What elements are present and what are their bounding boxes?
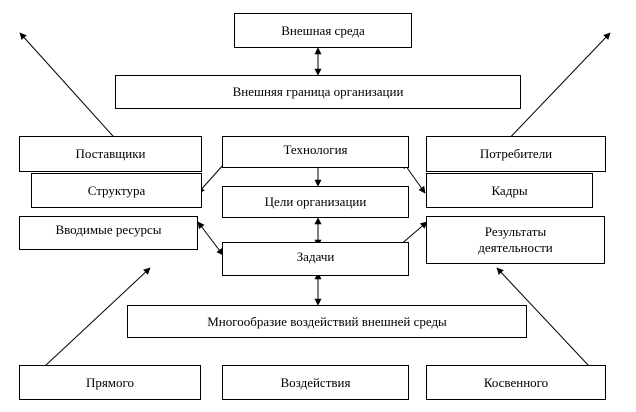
edge-suppliers-outer bbox=[19, 32, 122, 146]
node-consumers: Потребители bbox=[426, 136, 606, 172]
node-external-boundary: Внешняя граница организации bbox=[115, 75, 521, 109]
node-impact: Воздействия bbox=[222, 365, 409, 400]
node-impact-label: Воздействия bbox=[280, 374, 351, 390]
node-results-label-line2: деятельности bbox=[478, 240, 553, 255]
node-personnel-label: Кадры bbox=[491, 182, 528, 198]
node-diversity-label: Многообразие воздействий внешней среды bbox=[207, 313, 447, 329]
node-structure: Структура bbox=[31, 173, 202, 208]
node-indirect: Косвенного bbox=[426, 365, 606, 400]
node-tasks: Задачи bbox=[222, 242, 409, 276]
edge-resources-tasks bbox=[197, 221, 224, 256]
node-input-resources: Вводимые ресурсы bbox=[19, 216, 198, 250]
edge-indirect-diagonal bbox=[496, 267, 605, 383]
node-suppliers: Поставщики bbox=[19, 136, 202, 172]
node-direct-label: Прямого bbox=[85, 374, 135, 390]
node-personnel: Кадры bbox=[426, 173, 593, 208]
node-goals-label: Цели организации bbox=[264, 194, 367, 209]
node-direct: Прямого bbox=[19, 365, 201, 400]
edge-consumers-outer bbox=[502, 32, 611, 146]
node-technology-label: Технология bbox=[283, 142, 348, 157]
node-results-label-line1: Результаты bbox=[484, 224, 547, 239]
node-external-env-label: Внешная среда bbox=[281, 22, 365, 38]
node-indirect-label: Косвенного bbox=[483, 374, 549, 390]
node-results: Результаты деятельности bbox=[426, 216, 605, 264]
node-input-resources-label: Вводимые ресурсы bbox=[55, 222, 162, 237]
node-diversity: Многообразие воздействий внешней среды bbox=[127, 305, 527, 338]
node-consumers-label: Потребители bbox=[479, 146, 553, 161]
node-technology: Технология bbox=[222, 136, 409, 168]
edge-direct-diagonal bbox=[29, 267, 151, 381]
node-tasks-label: Задачи bbox=[296, 249, 335, 264]
node-structure-label: Структура bbox=[87, 182, 146, 198]
node-suppliers-label: Поставщики bbox=[75, 146, 146, 161]
node-external-env: Внешная среда bbox=[234, 13, 412, 48]
node-external-boundary-label: Внешняя граница организации bbox=[232, 84, 404, 99]
node-goals: Цели организации bbox=[222, 186, 409, 218]
